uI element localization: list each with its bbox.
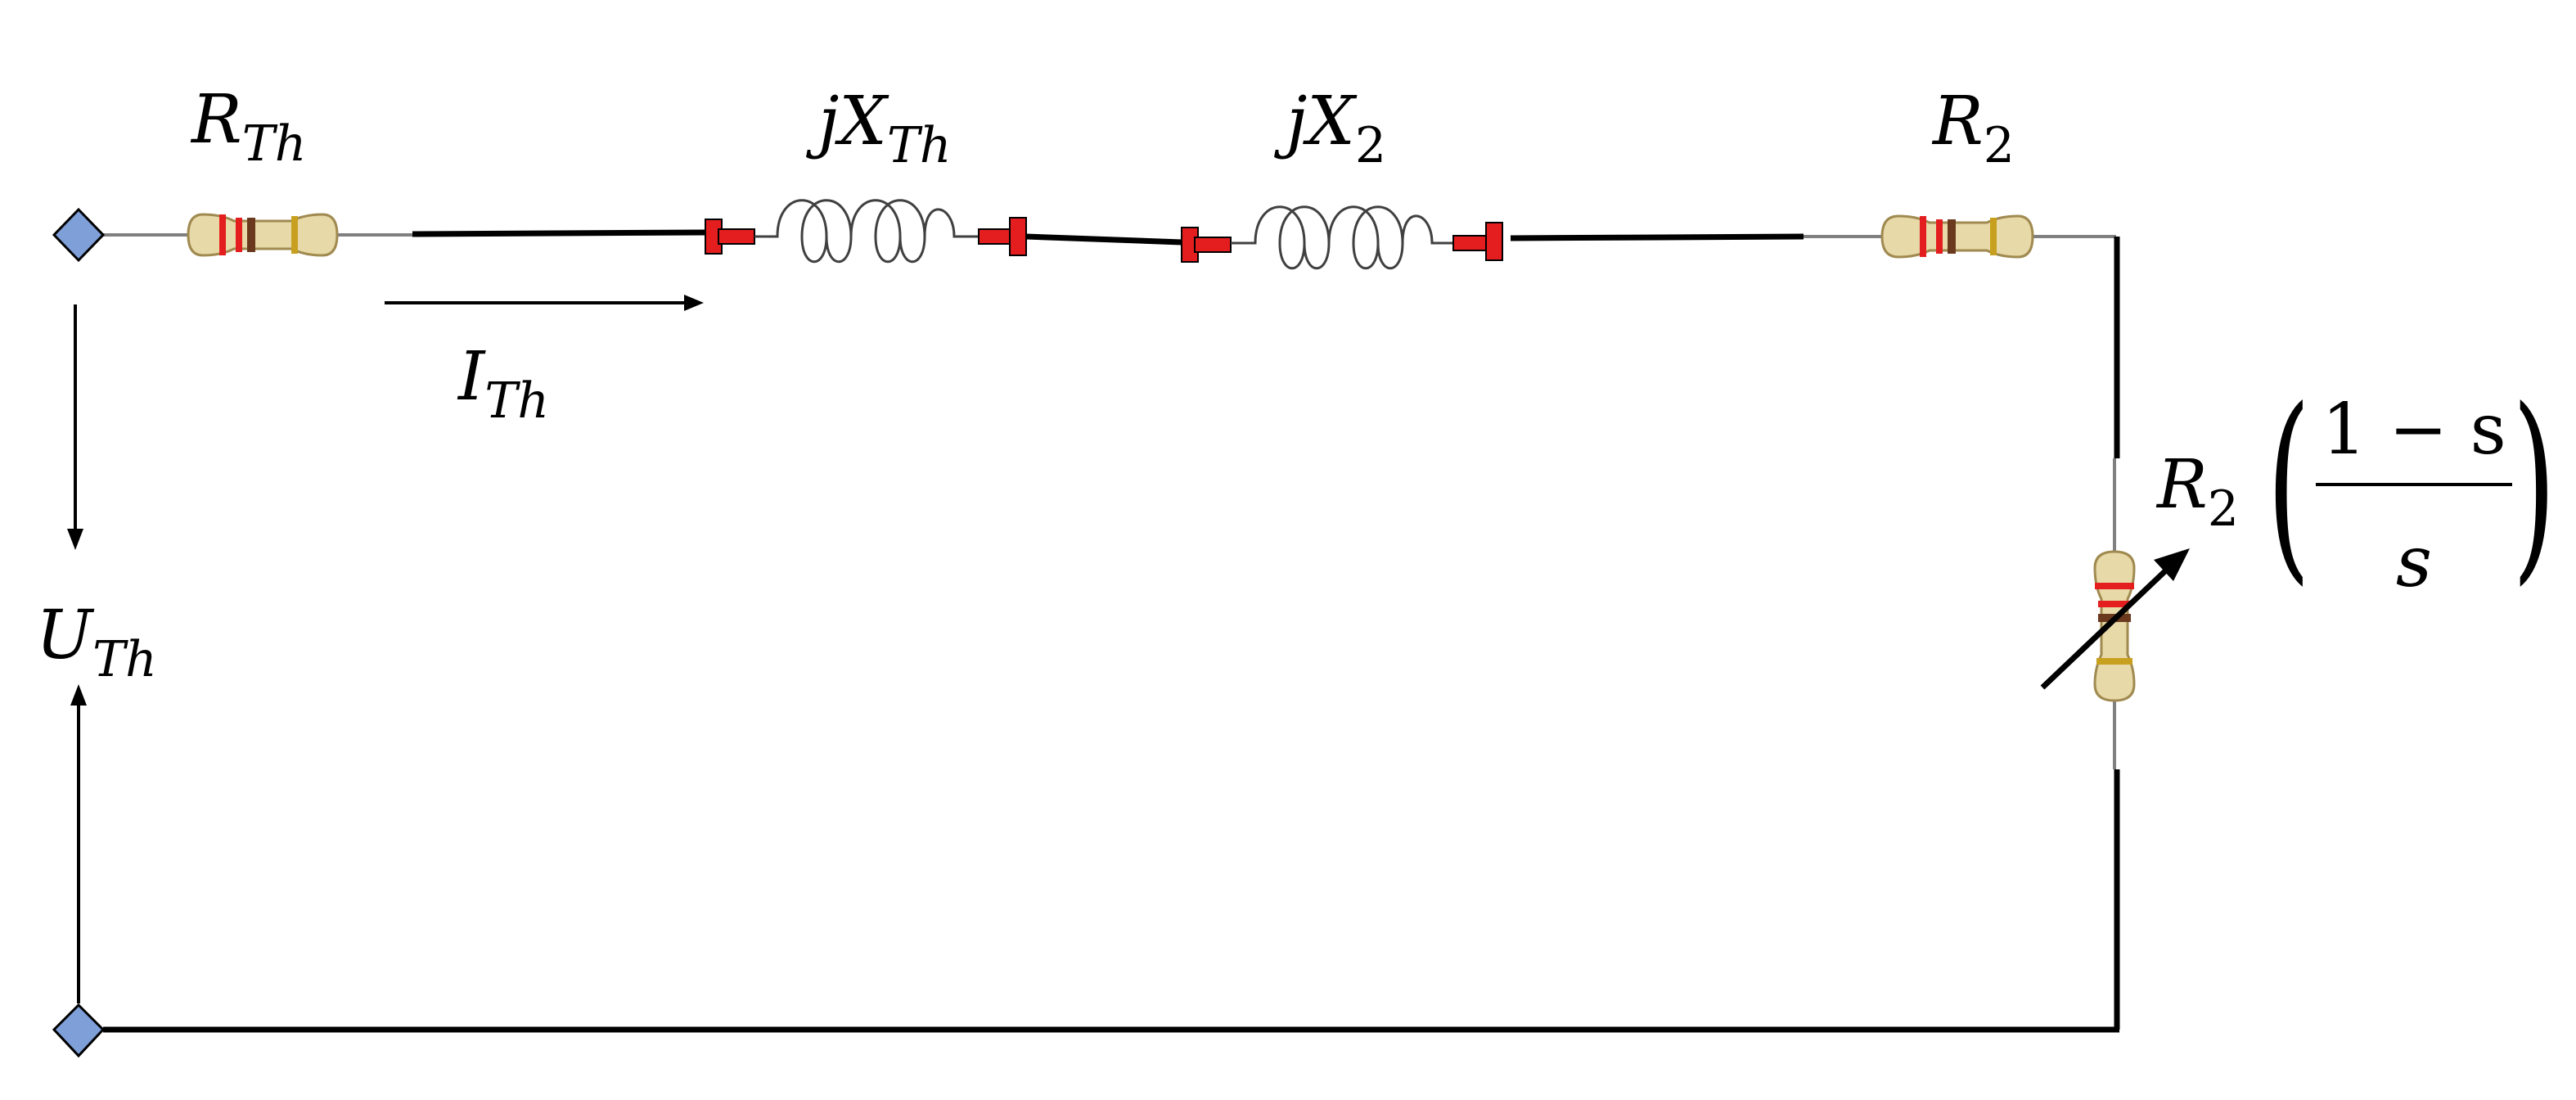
resistor-rth [187,213,339,257]
inductor-jxth [705,199,1027,263]
voltage-arrow-up [70,684,87,1003]
label-rth: RTh [190,81,306,173]
label-jxth: jXTh [806,83,951,174]
inductor-jx2 [1181,205,1503,269]
variable-arrow-shaft [2040,564,2173,690]
current-arrow [385,295,704,311]
label-uth: UTh [36,597,157,688]
label-r2: R2 [1931,83,2015,174]
label-ith: ITh [457,338,549,430]
variable-arrow-head [2154,548,2190,581]
wire-top-2 [1025,233,1182,246]
voltage-arrow-down [67,304,83,550]
load-formula-close-paren: ) [2512,365,2556,603]
load-formula-open-paren: ( [2267,365,2311,603]
label-load-formula: R2 ( 1 − s s ) [2155,365,2556,603]
resistor-r2 [1880,214,2034,259]
label-jx2: jX2 [1274,83,1386,174]
wire-top-1 [412,229,706,237]
load-formula-numerator: 1 − s [2322,389,2506,471]
load-formula-denominator: s [2396,521,2432,603]
terminal-top [52,207,106,263]
load-formula-r: R2 [2155,446,2239,538]
wires [103,229,2120,1033]
terminal-bottom [52,1003,106,1058]
variable-resistor-load [2040,548,2190,702]
wire-top-3 [1510,233,1804,241]
